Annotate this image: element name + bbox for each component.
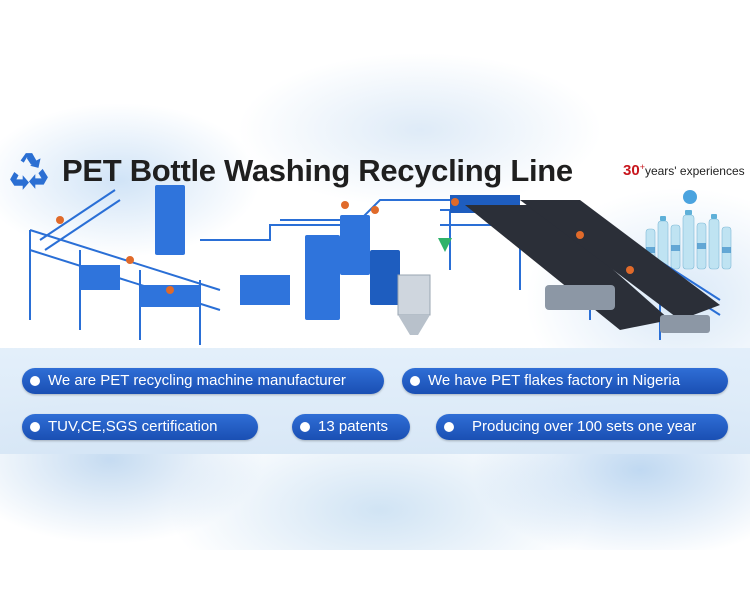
feature-pill-certification: TUV,CE,SGS certification: [22, 414, 258, 440]
title-row: PET Bottle Washing Recycling Line: [8, 150, 573, 192]
feature-pill-manufacturer: We are PET recycling machine manufacture…: [22, 368, 384, 394]
feature-text: TUV,CE,SGS certification: [48, 418, 218, 435]
feature-pill-patents: 13 patents: [292, 414, 410, 440]
machine-illustration: [29, 185, 721, 345]
feature-text: 13 patents: [318, 418, 389, 435]
experience-badge: 30+years' experiences: [623, 162, 745, 179]
feature-pill-factory: We have PET flakes factory in Nigeria: [402, 368, 728, 394]
bullet-dot: [30, 422, 40, 432]
bullet-dot: [410, 376, 420, 386]
bullet-dot: [30, 376, 40, 386]
features-panel: We are PET recycling machine manufacture…: [0, 348, 750, 454]
logo-mark: [683, 190, 697, 204]
bullet-dot: [300, 422, 310, 432]
experience-text: years' experiences: [644, 164, 745, 178]
experience-plus: +: [639, 162, 645, 172]
feature-text: We are PET recycling machine manufacture…: [48, 372, 346, 389]
bullet-dot: [444, 422, 454, 432]
experience-number: 30: [623, 162, 640, 179]
feature-text: We have PET flakes factory in Nigeria: [428, 372, 681, 389]
page-title: PET Bottle Washing Recycling Line: [62, 153, 573, 188]
feature-text: Producing over 100 sets one year: [472, 418, 697, 435]
feature-pill-production: Producing over 100 sets one year: [436, 414, 728, 440]
recycle-icon: [10, 153, 48, 190]
